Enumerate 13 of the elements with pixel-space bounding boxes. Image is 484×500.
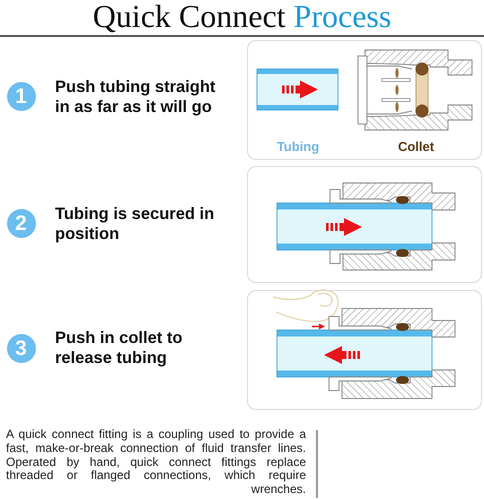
step-number: 1 [6, 82, 36, 110]
illustration-panel [247, 290, 482, 410]
step-instruction: Push tubing straight in as far as it will go [55, 77, 216, 117]
part-label: Tubing [276, 139, 320, 155]
title: Quick Connect Process [92, 0, 392, 34]
illustration-panel [247, 166, 482, 283]
illustration-panel [247, 40, 482, 160]
step-instruction: Push in collet to release tubing [55, 328, 184, 368]
part-label: Collet [398, 139, 434, 155]
step-number: 3 [6, 334, 36, 362]
step-instruction: Tubing is secured in position [55, 204, 216, 244]
caption: A quick connect fitting is a coupling used to provide a fast, make-or-break connection of fluid transfer lines. Operated by hand, quick connect fittings replace threaded or flanged connections, which require wrenches. [6, 428, 306, 497]
step-number: 2 [6, 208, 36, 238]
